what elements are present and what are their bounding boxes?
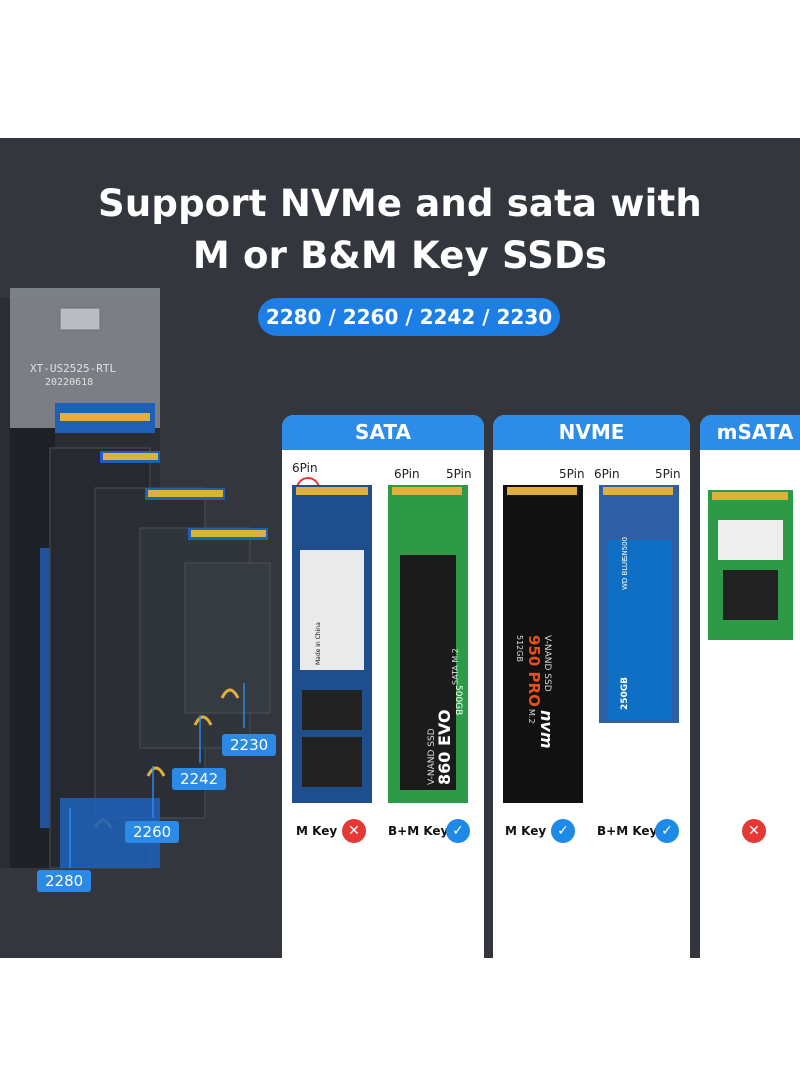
nvme-ssd1-model: 950 PRO bbox=[525, 635, 543, 707]
sata-ssd2-supported-icon: ✓ bbox=[446, 819, 470, 843]
nvme-ssd1-key: M Key bbox=[505, 824, 547, 838]
nvme-ssd1-brand: V-NAND SSD bbox=[542, 635, 552, 692]
sata-ssd2-iface: SATA M.2 bbox=[451, 648, 460, 685]
nvme-ssd1-pins: 5Pin bbox=[559, 467, 585, 481]
nvme-ssd2-supported-icon: ✓ bbox=[655, 819, 679, 843]
nvme-ssd1-iface: M.2 bbox=[527, 709, 536, 724]
size-label-2242: 2242 bbox=[172, 768, 227, 790]
size-label-2230: 2230 bbox=[222, 734, 277, 756]
nvme-panel-title: NVME bbox=[493, 415, 690, 450]
sata-ssd2-pin-left: 6Pin bbox=[394, 467, 420, 481]
sata-ssd2-model: 860 EVO bbox=[435, 709, 454, 785]
enclosure-illustration: XT-US2525-RTL 20220618 bbox=[0, 288, 271, 869]
sata-ssd2-capacity: 500GB bbox=[453, 685, 463, 715]
sata-ssd2-image: V-NAND SSD 860 EVO SATA M.2 500GB bbox=[388, 485, 468, 803]
nvme-ssd1-logo: nvm bbox=[537, 710, 556, 749]
nvme-ssd1-supported-icon: ✓ bbox=[551, 819, 575, 843]
sizes-pill: 2280 / 2260 / 2242 / 2230 bbox=[258, 298, 560, 336]
sata-ssd1-pins: 6Pin bbox=[292, 461, 318, 475]
size-label-2260: 2260 bbox=[125, 821, 180, 843]
sata-ssd2-key: B+M Key bbox=[388, 824, 449, 838]
headline-line-1: Support NVMe and sata with bbox=[98, 182, 702, 225]
nvme-ssd2-brand: WD BLUE bbox=[621, 558, 629, 590]
nvme-ssd2-pin-left: 6Pin bbox=[594, 467, 620, 481]
msata-unsupported-icon: ✕ bbox=[742, 819, 766, 843]
msata-panel-title: mSATA bbox=[700, 415, 800, 450]
nvme-ssd2-key: B+M Key bbox=[597, 824, 658, 838]
headline: Support NVMe and sata with M or B&M Key … bbox=[0, 178, 800, 282]
nvme-ssd1-capacity: 512GB bbox=[515, 635, 524, 662]
sata-ssd1-image: Made in China bbox=[292, 477, 372, 803]
banner: Support NVMe and sata with M or B&M Key … bbox=[0, 138, 800, 958]
sata-ssd1-key: M Key bbox=[296, 824, 338, 838]
msata-ssd-image bbox=[708, 490, 793, 640]
nvme-ssd2-capacity: 250GB bbox=[620, 677, 630, 710]
nvme-ssd2-pin-right: 5Pin bbox=[655, 467, 681, 481]
nvme-panel: NVME 5Pin 6Pin 5Pin V-NAND SSD 950 PRO M… bbox=[493, 415, 690, 958]
sata-ssd2-brand: V-NAND SSD bbox=[427, 728, 437, 785]
enclosure-date-label: 20220618 bbox=[45, 377, 93, 388]
sata-ssd1-marking: Made in China bbox=[315, 622, 322, 665]
headline-line-2: M or B&M Key SSDs bbox=[192, 234, 608, 277]
nvme-ssd1-image: V-NAND SSD 950 PRO M.2 512GB nvm bbox=[503, 485, 583, 803]
msata-panel: mSATA ✕ bbox=[700, 415, 800, 958]
enclosure-model-label: XT-US2525-RTL bbox=[30, 362, 116, 375]
nvme-ssd2-model: SN500 bbox=[621, 537, 629, 560]
sata-panel: SATA 6Pin 6Pin 5Pin Made in China V-NAND… bbox=[282, 415, 484, 958]
sata-ssd1-unsupported-icon: ✕ bbox=[342, 819, 366, 843]
sata-ssd2-pin-right: 5Pin bbox=[446, 467, 472, 481]
size-label-2280: 2280 bbox=[37, 870, 92, 892]
nvme-ssd2-image: 250GB WD BLUE SN500 bbox=[599, 485, 679, 723]
sata-panel-title: SATA bbox=[282, 415, 484, 450]
